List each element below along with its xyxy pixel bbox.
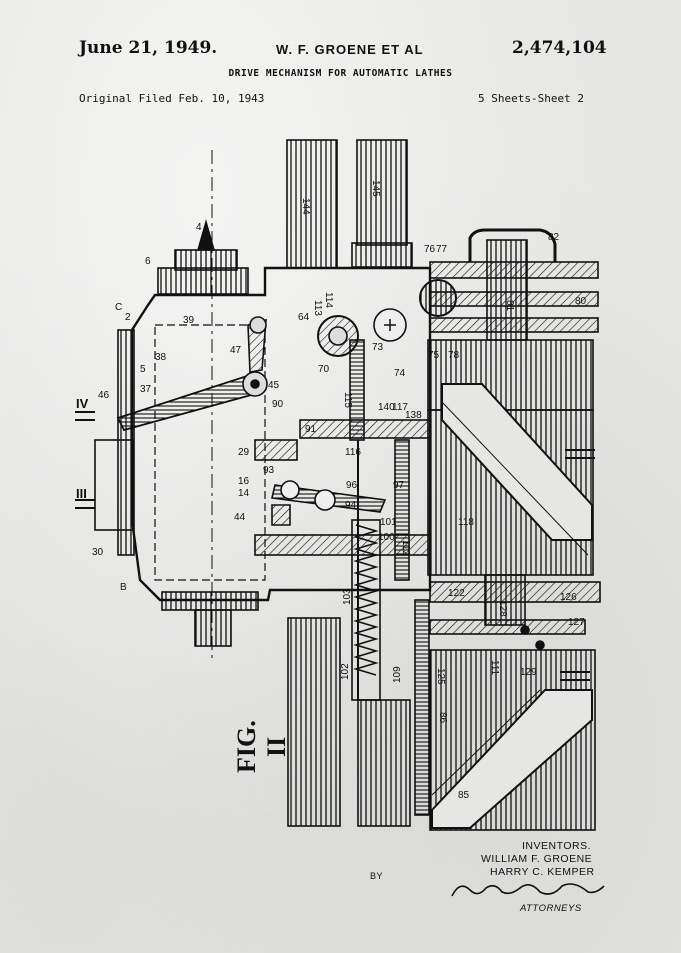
ref-145: 145 xyxy=(370,180,381,197)
patent-date: June 21, 1949. xyxy=(79,38,218,58)
svg-text:70: 70 xyxy=(318,364,330,375)
svg-text:97: 97 xyxy=(393,480,405,491)
svg-text:6: 6 xyxy=(145,256,151,267)
svg-text:112: 112 xyxy=(400,540,411,556)
svg-text:116: 116 xyxy=(345,447,361,458)
svg-text:37: 37 xyxy=(140,384,152,395)
svg-text:94: 94 xyxy=(345,500,357,511)
shaft-lower-left xyxy=(287,617,341,827)
patent-title: DRIVE MECHANISM FOR AUTOMATIC LATHES xyxy=(228,68,453,79)
svg-text:III: III xyxy=(76,486,87,501)
svg-text:75: 75 xyxy=(428,350,440,361)
svg-text:93: 93 xyxy=(263,465,275,476)
svg-text:4: 4 xyxy=(196,222,202,233)
svg-text:86: 86 xyxy=(437,712,448,724)
svg-text:85: 85 xyxy=(458,790,470,801)
attorneys-label: ATTORNEYS xyxy=(520,903,582,914)
svg-text:IV: IV xyxy=(76,396,89,411)
svg-text:114: 114 xyxy=(323,292,334,308)
svg-text:125: 125 xyxy=(435,668,446,685)
svg-text:91: 91 xyxy=(305,424,317,435)
svg-text:115: 115 xyxy=(342,392,353,408)
svg-text:81: 81 xyxy=(504,300,515,312)
svg-text:126: 126 xyxy=(560,592,577,603)
svg-text:122: 122 xyxy=(448,588,465,599)
svg-text:39: 39 xyxy=(183,315,195,326)
svg-text:100: 100 xyxy=(378,532,395,543)
inventor-name-2: HARRY C. KEMPER xyxy=(490,866,595,878)
svg-text:64: 64 xyxy=(298,312,310,323)
svg-text:77: 77 xyxy=(436,244,448,255)
svg-text:118: 118 xyxy=(458,517,474,528)
svg-text:44: 44 xyxy=(234,512,246,523)
svg-text:16: 16 xyxy=(238,476,250,487)
svg-text:80: 80 xyxy=(575,296,587,307)
ref-144: 144 xyxy=(300,198,311,215)
svg-text:101: 101 xyxy=(380,517,397,528)
svg-text:103: 103 xyxy=(342,588,353,605)
svg-text:102: 102 xyxy=(340,663,351,680)
filed-date: Original Filed Feb. 10, 1943 xyxy=(79,92,265,105)
svg-text:29: 29 xyxy=(238,447,250,458)
svg-text:47: 47 xyxy=(230,345,242,356)
svg-text:76: 76 xyxy=(424,244,436,255)
svg-text:111: 111 xyxy=(489,660,500,676)
svg-text:140: 140 xyxy=(378,402,395,413)
svg-text:128: 128 xyxy=(497,600,508,617)
svg-text:73: 73 xyxy=(372,342,384,353)
svg-text:5: 5 xyxy=(140,364,146,375)
svg-text:B: B xyxy=(120,582,127,593)
svg-text:82: 82 xyxy=(548,232,560,243)
inventor-name-1: WILLIAM F. GROENE xyxy=(481,853,593,865)
figure-label: FIG. II xyxy=(232,720,291,774)
shaft-lower-mid xyxy=(357,699,411,827)
svg-text:C: C xyxy=(115,302,122,313)
svg-text:117: 117 xyxy=(392,402,408,413)
svg-text:138: 138 xyxy=(405,410,422,421)
svg-text:38: 38 xyxy=(155,352,167,363)
svg-text:78: 78 xyxy=(448,350,460,361)
svg-text:96: 96 xyxy=(346,480,358,491)
svg-text:109: 109 xyxy=(392,666,403,683)
svg-text:30: 30 xyxy=(92,547,104,558)
svg-text:14: 14 xyxy=(238,488,250,499)
svg-text:2: 2 xyxy=(125,312,131,323)
svg-text:45: 45 xyxy=(268,380,280,391)
patent-number: 2,474,104 xyxy=(512,38,607,58)
inventor-header: W. F. GROENE ET AL xyxy=(276,42,424,57)
svg-text:74: 74 xyxy=(394,368,406,379)
shaft-144 xyxy=(286,139,338,269)
by-label: BY xyxy=(370,871,384,881)
svg-text:127: 127 xyxy=(568,617,585,628)
svg-text:46: 46 xyxy=(98,390,110,401)
svg-text:113: 113 xyxy=(312,300,323,316)
svg-text:90: 90 xyxy=(272,399,284,410)
shaft-145 xyxy=(356,139,408,246)
sheet-count: 5 Sheets-Sheet 2 xyxy=(478,92,584,105)
inventors-label: INVENTORS. xyxy=(522,840,591,852)
svg-text:129: 129 xyxy=(520,667,537,678)
